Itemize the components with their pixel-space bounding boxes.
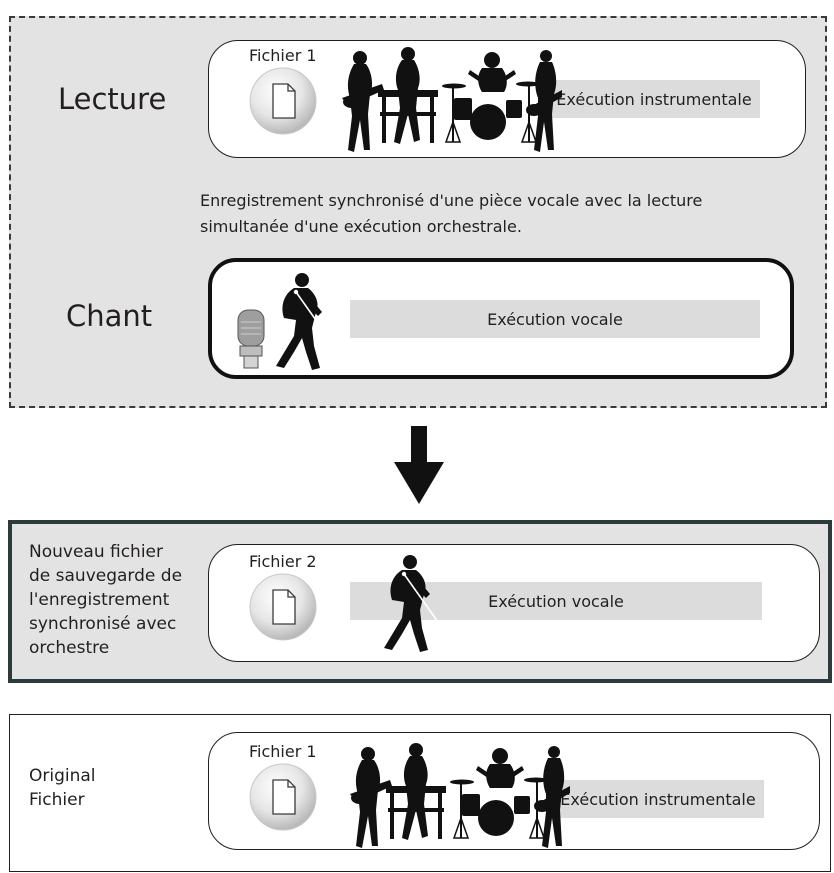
down-arrow-icon — [394, 426, 444, 504]
new-file-label-line: l'enregistrement — [29, 590, 170, 610]
file2-label: Fichier 2 — [249, 552, 317, 571]
vocal-label: Chant — [66, 299, 153, 333]
file1-label: Fichier 1 — [249, 46, 317, 65]
playback-label: Lecture — [58, 82, 167, 116]
recording-description: Enregistrement synchronisé d'une pièce v… — [200, 188, 702, 240]
singer-silhouette-icon — [275, 272, 331, 371]
vocal-bar: Exécution vocale — [350, 300, 760, 338]
microphone-icon — [237, 309, 265, 369]
new-file-label-line: de sauvegarde de — [29, 566, 183, 586]
band-silhouette-icon — [342, 46, 562, 153]
document-icon — [249, 763, 317, 831]
document-icon — [249, 67, 317, 135]
band-silhouette-icon — [350, 742, 570, 849]
description-line-1: Enregistrement synchronisé d'une pièce v… — [200, 191, 703, 210]
original-label-line: Original — [29, 766, 96, 786]
instrumental-bar: Exécution instrumentale — [548, 80, 760, 118]
new-file-label-line: orchestre — [29, 638, 110, 658]
original-instrumental-bar: Exécution instrumentale — [552, 780, 764, 818]
document-icon — [249, 573, 317, 641]
new-file-label: Nouveau fichier de sauvegarde de l'enreg… — [29, 540, 182, 660]
original-file1-label: Fichier 1 — [249, 742, 317, 761]
description-line-2: simultanée d'une exécution orchestrale. — [200, 217, 522, 236]
new-file-label-line: synchronisé avec — [29, 614, 177, 634]
singer-silhouette-icon — [383, 554, 439, 653]
new-file-label-line: Nouveau fichier — [29, 542, 164, 562]
original-label-line: Fichier — [29, 790, 85, 810]
original-file-label: Original Fichier — [29, 764, 96, 812]
